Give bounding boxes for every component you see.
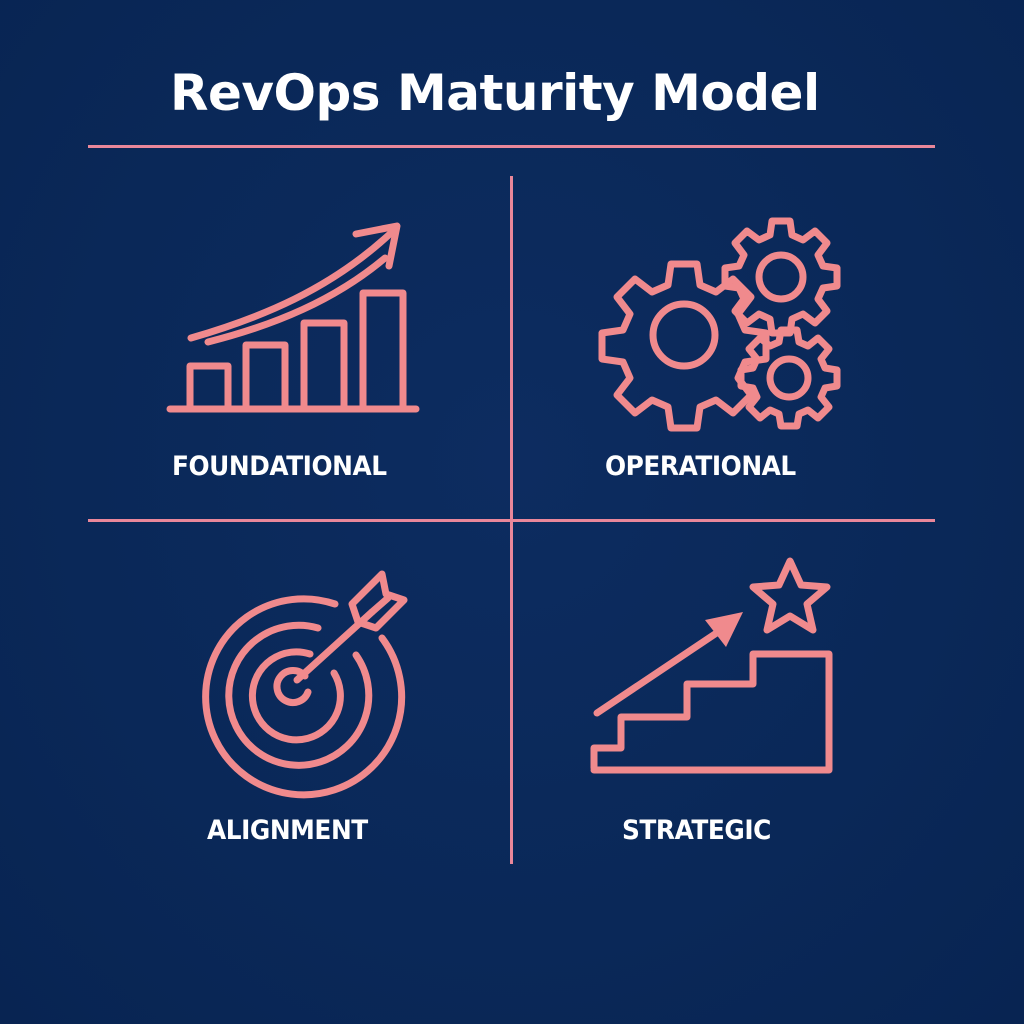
quadrant-label-strategic: STRATEGIC	[622, 815, 771, 846]
title-divider	[88, 145, 935, 148]
page-title: RevOps Maturity Model	[170, 64, 820, 122]
horizontal-divider	[88, 519, 935, 522]
quadrant-label-alignment: ALIGNMENT	[207, 815, 368, 846]
quadrant-label-foundational: FOUNDATIONAL	[172, 451, 387, 482]
quadrant-label-operational: OPERATIONAL	[605, 451, 796, 482]
